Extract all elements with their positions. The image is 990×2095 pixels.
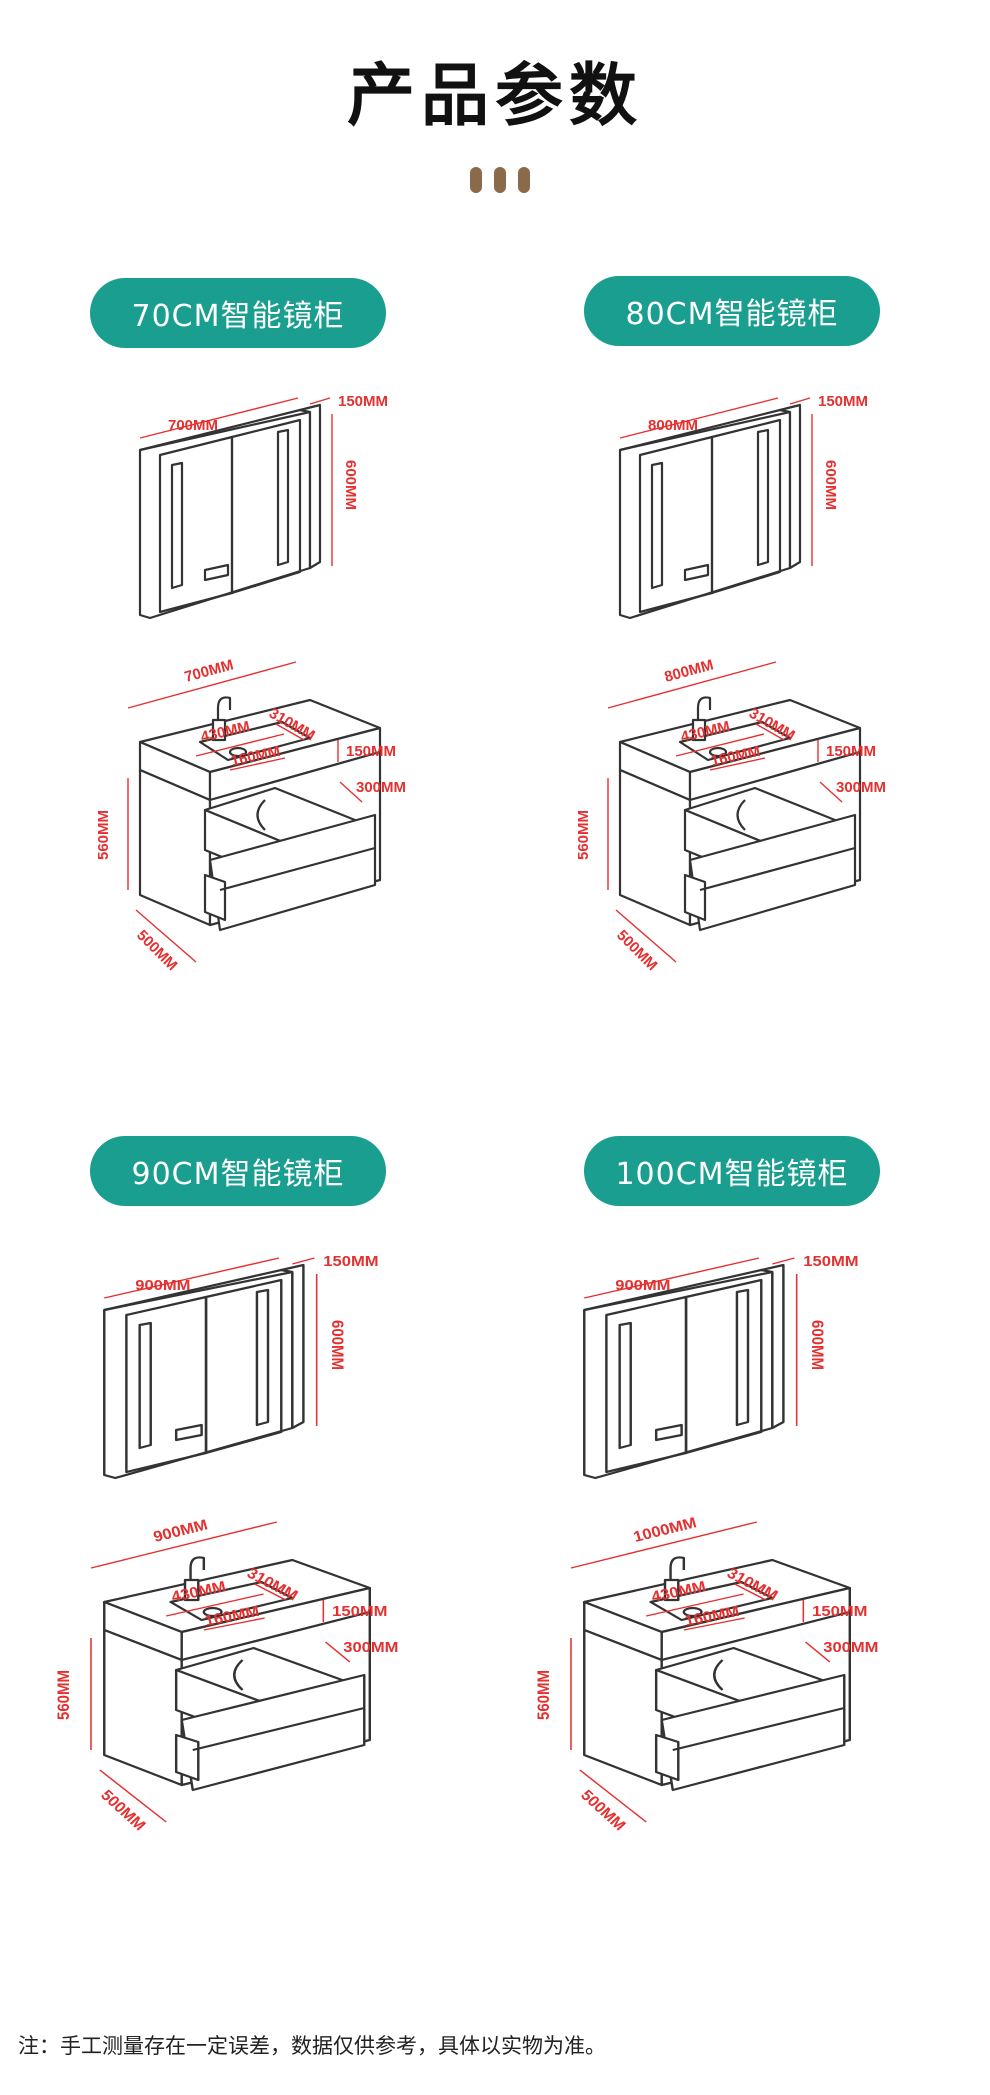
product-label-70: 70CM智能镜柜 <box>90 278 386 348</box>
mirror-depth-label: 150MM <box>803 1254 858 1270</box>
product-diagram: 900MM 150MM 600MM <box>535 1254 878 1834</box>
vanity-depth-label: 500MM <box>133 927 180 974</box>
vanity-depth-label: 500MM <box>613 927 660 974</box>
vanity-depth-label: 500MM <box>97 1787 149 1834</box>
drawer-depth-label: 300MM <box>836 779 886 796</box>
product-label-90: 90CM智能镜柜 <box>90 1136 386 1206</box>
drawer-depth-label: 300MM <box>356 779 406 796</box>
mirror-width-label: 900MM <box>615 1278 670 1294</box>
product-card-80: 800MM 150MM 600MM <box>575 390 990 1110</box>
product-label-100: 100CM智能镜柜 <box>584 1136 880 1206</box>
mirror-width-label: 900MM <box>135 1278 190 1294</box>
vanity-height-label: 560MM <box>575 810 592 860</box>
vanity-drawing <box>103 1556 372 1792</box>
product-diagram: 900MM 150MM 600MM <box>55 1254 398 1834</box>
mirror-cabinet-drawing <box>103 1263 305 1480</box>
vanity-height-label: 560MM <box>535 1670 553 1720</box>
vanity-width-label: 1000MM <box>632 1515 699 1546</box>
mirror-cabinet-drawing <box>583 1263 785 1480</box>
product-card-100: 900MM 150MM 600MM <box>535 1250 990 1970</box>
product-diagram: 700MM 150MM 600MM <box>95 393 406 974</box>
disclaimer-note: 注：手工测量存在一定误差，数据仅供参考，具体以实物为准。 <box>18 2034 606 2058</box>
vanity-drawing <box>618 696 862 932</box>
product-card-70: 700MM 150MM 600MM <box>95 390 570 1110</box>
top-thickness-label: 150MM <box>826 743 876 760</box>
vanity-height-label: 560MM <box>95 810 112 860</box>
drawer-depth-label: 300MM <box>343 1640 398 1656</box>
vanity-drawing <box>138 696 382 932</box>
mirror-depth-label: 150MM <box>338 393 388 410</box>
mirror-height-label: 600MM <box>808 1320 826 1370</box>
drawer-depth-label: 300MM <box>823 1640 878 1656</box>
mirror-height-label: 600MM <box>328 1320 346 1370</box>
mirror-cabinet-drawing <box>138 403 322 620</box>
mirror-width-label: 700MM <box>168 417 218 434</box>
vanity-drawing <box>583 1556 852 1792</box>
mirror-height-label: 600MM <box>342 460 359 510</box>
mirror-height-label: 600MM <box>822 460 839 510</box>
top-thickness-label: 150MM <box>346 743 396 760</box>
product-diagram: 800MM 150MM 600MM <box>575 393 886 974</box>
top-thickness-label: 150MM <box>812 1604 867 1620</box>
top-thickness-label: 150MM <box>332 1604 387 1620</box>
vanity-height-label: 560MM <box>55 1670 73 1720</box>
page-title: 产品参数 <box>346 57 643 136</box>
mirror-depth-label: 150MM <box>323 1254 378 1270</box>
mirror-depth-label: 150MM <box>818 393 868 410</box>
product-label-80: 80CM智能镜柜 <box>584 276 880 346</box>
title-divider <box>470 167 530 193</box>
vanity-depth-label: 500MM <box>577 1787 629 1834</box>
product-card-90: 900MM 150MM 600MM <box>55 1250 530 1970</box>
mirror-cabinet-drawing <box>618 403 802 620</box>
mirror-width-label: 800MM <box>648 417 698 434</box>
